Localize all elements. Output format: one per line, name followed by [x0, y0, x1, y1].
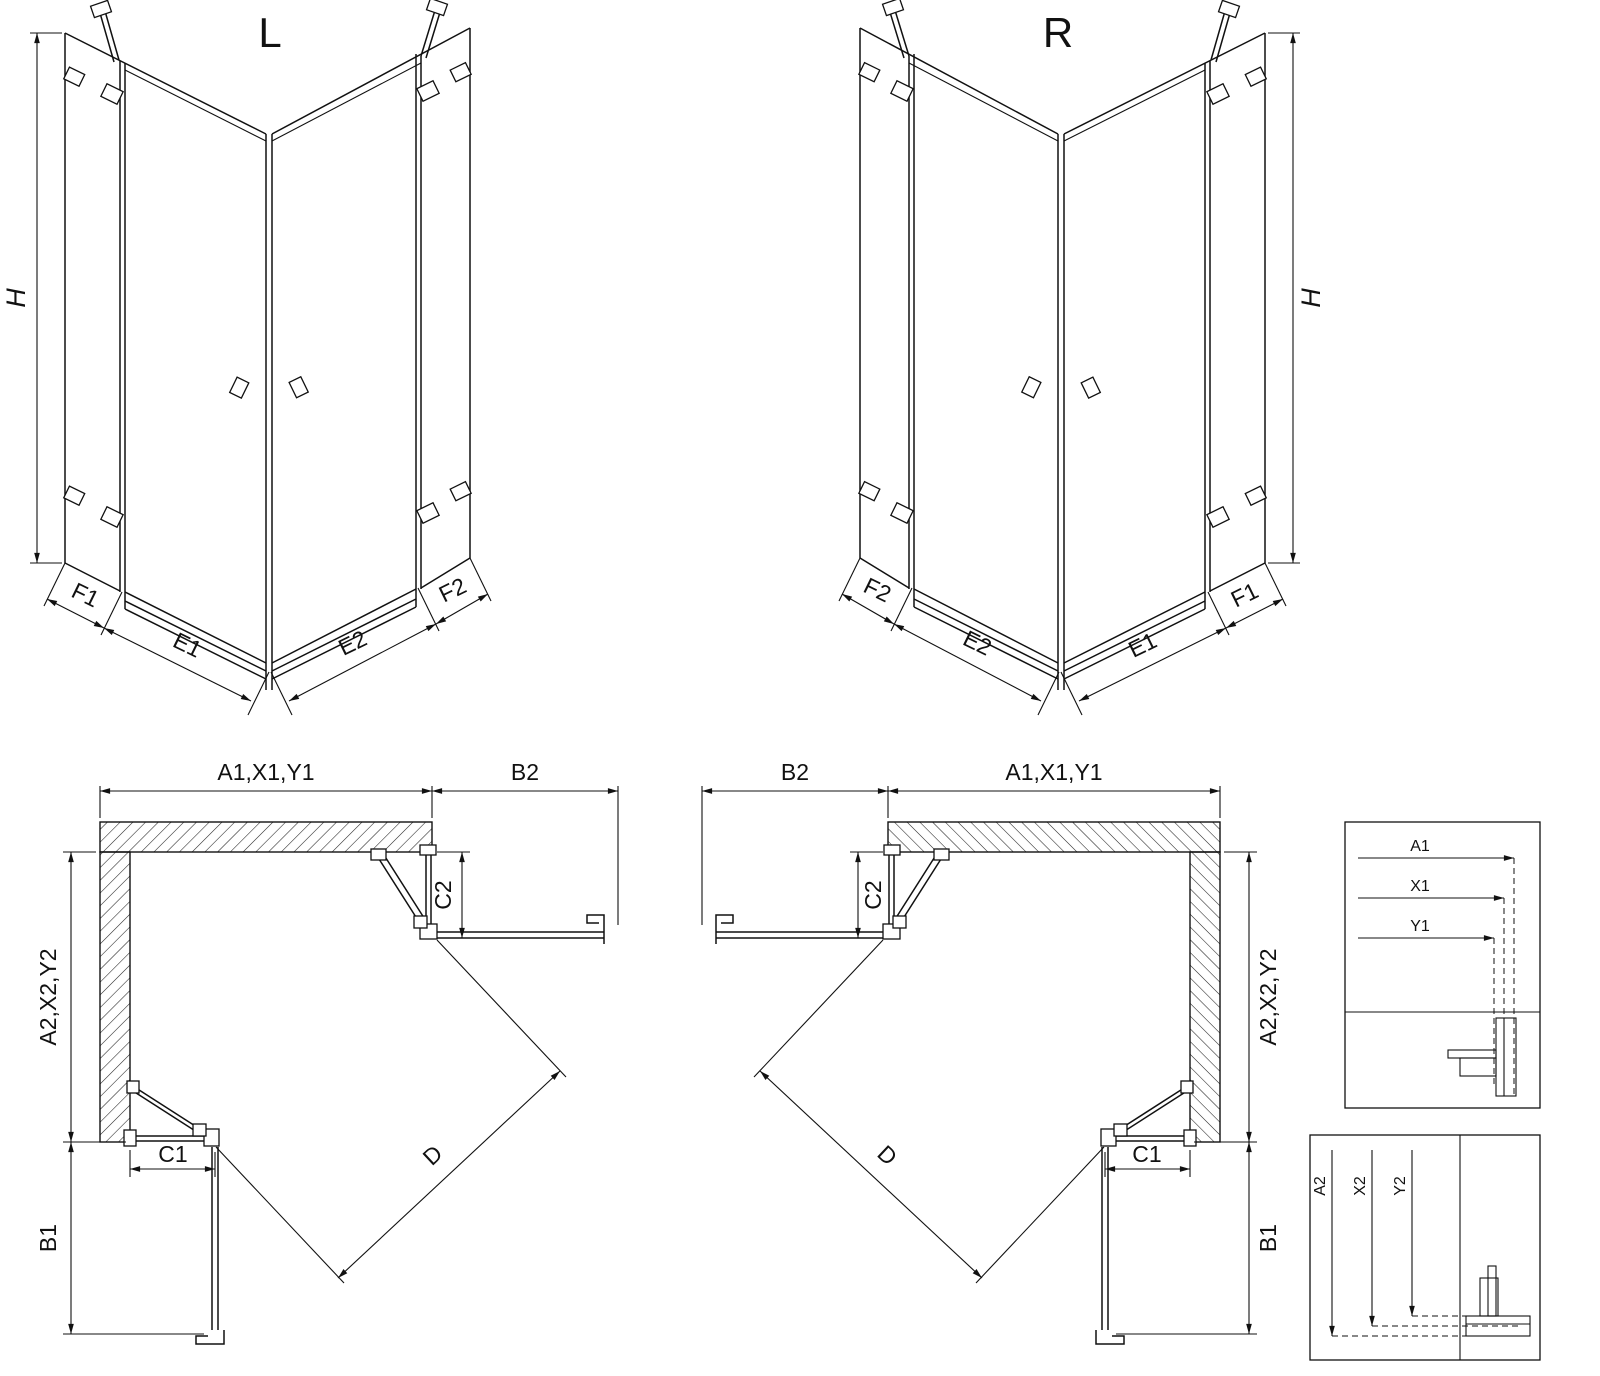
detail-a1-label: A1: [1410, 838, 1430, 855]
plan-left-structure: [63, 786, 618, 1344]
detail-x1-label: X1: [1410, 878, 1430, 895]
dim-label-e2-right: E2: [959, 625, 996, 661]
plan-left-c2-label: C2: [430, 880, 456, 909]
perspective-right-structure: [839, 0, 1300, 715]
plan-right-b2-label: B2: [781, 759, 809, 785]
height-dim-label-left: H: [1, 288, 31, 308]
plan-left-depth-label: A2,X2,Y2: [35, 948, 61, 1045]
dim-label-e1-left: E1: [169, 627, 206, 663]
detail-box-depth: A2 X2 Y2: [1309, 1134, 1541, 1361]
detail-y2-label: Y2: [1392, 1176, 1409, 1196]
plan-right-d-label: D: [873, 1140, 903, 1170]
wall-profile-section-top: [1447, 1017, 1517, 1097]
dim-label-f2-right: F2: [860, 572, 896, 607]
plan-left-b2-label: B2: [511, 759, 539, 785]
detail-x2-label: X2: [1352, 1176, 1369, 1196]
variant-label-left: L: [258, 9, 281, 56]
height-dim-label-right: H: [1296, 288, 1326, 308]
detail-a2-label: A2: [1312, 1176, 1329, 1196]
detail-y1-label: Y1: [1410, 918, 1430, 935]
plan-left-width-label: A1,X1,Y1: [217, 759, 314, 785]
perspective-left-labels: L H F1 E1 E2 F2: [1, 9, 470, 663]
plan-left-b1-label: B1: [35, 1224, 61, 1252]
variant-label-right: R: [1043, 9, 1073, 56]
plan-right-c1-label: C1: [1132, 1141, 1161, 1167]
plan-right-b1-label: B1: [1255, 1224, 1281, 1252]
wall-profile-section-bottom: [1465, 1265, 1531, 1337]
dim-label-e1-right: E1: [1124, 627, 1161, 663]
plan-right-width-label: A1,X1,Y1: [1005, 759, 1102, 785]
plan-left-labels: A1,X1,Y1 B2 C2 A2,X2,Y2 B1 C1 D: [35, 759, 539, 1252]
dim-label-f2-left: F2: [435, 572, 471, 607]
plan-right-structure: [702, 786, 1257, 1344]
dim-label-e2-left: E2: [334, 625, 371, 661]
dim-label-f1-right: F1: [1227, 577, 1263, 612]
plan-right-labels: B2 A1,X1,Y1 C2 A2,X2,Y2 B1 C1 D: [781, 759, 1281, 1252]
dim-label-f1-left: F1: [68, 577, 104, 612]
perspective-right-labels: R H F2 E2 E1 F1: [860, 9, 1326, 663]
perspective-left-structure: [30, 0, 491, 715]
plan-right-c2-label: C2: [860, 880, 886, 909]
plan-right-depth-label: A2,X2,Y2: [1255, 948, 1281, 1045]
detail-box-width: A1 X1 Y1: [1344, 821, 1541, 1109]
plan-left-d-label: D: [418, 1140, 448, 1170]
plan-left-c1-label: C1: [158, 1141, 187, 1167]
